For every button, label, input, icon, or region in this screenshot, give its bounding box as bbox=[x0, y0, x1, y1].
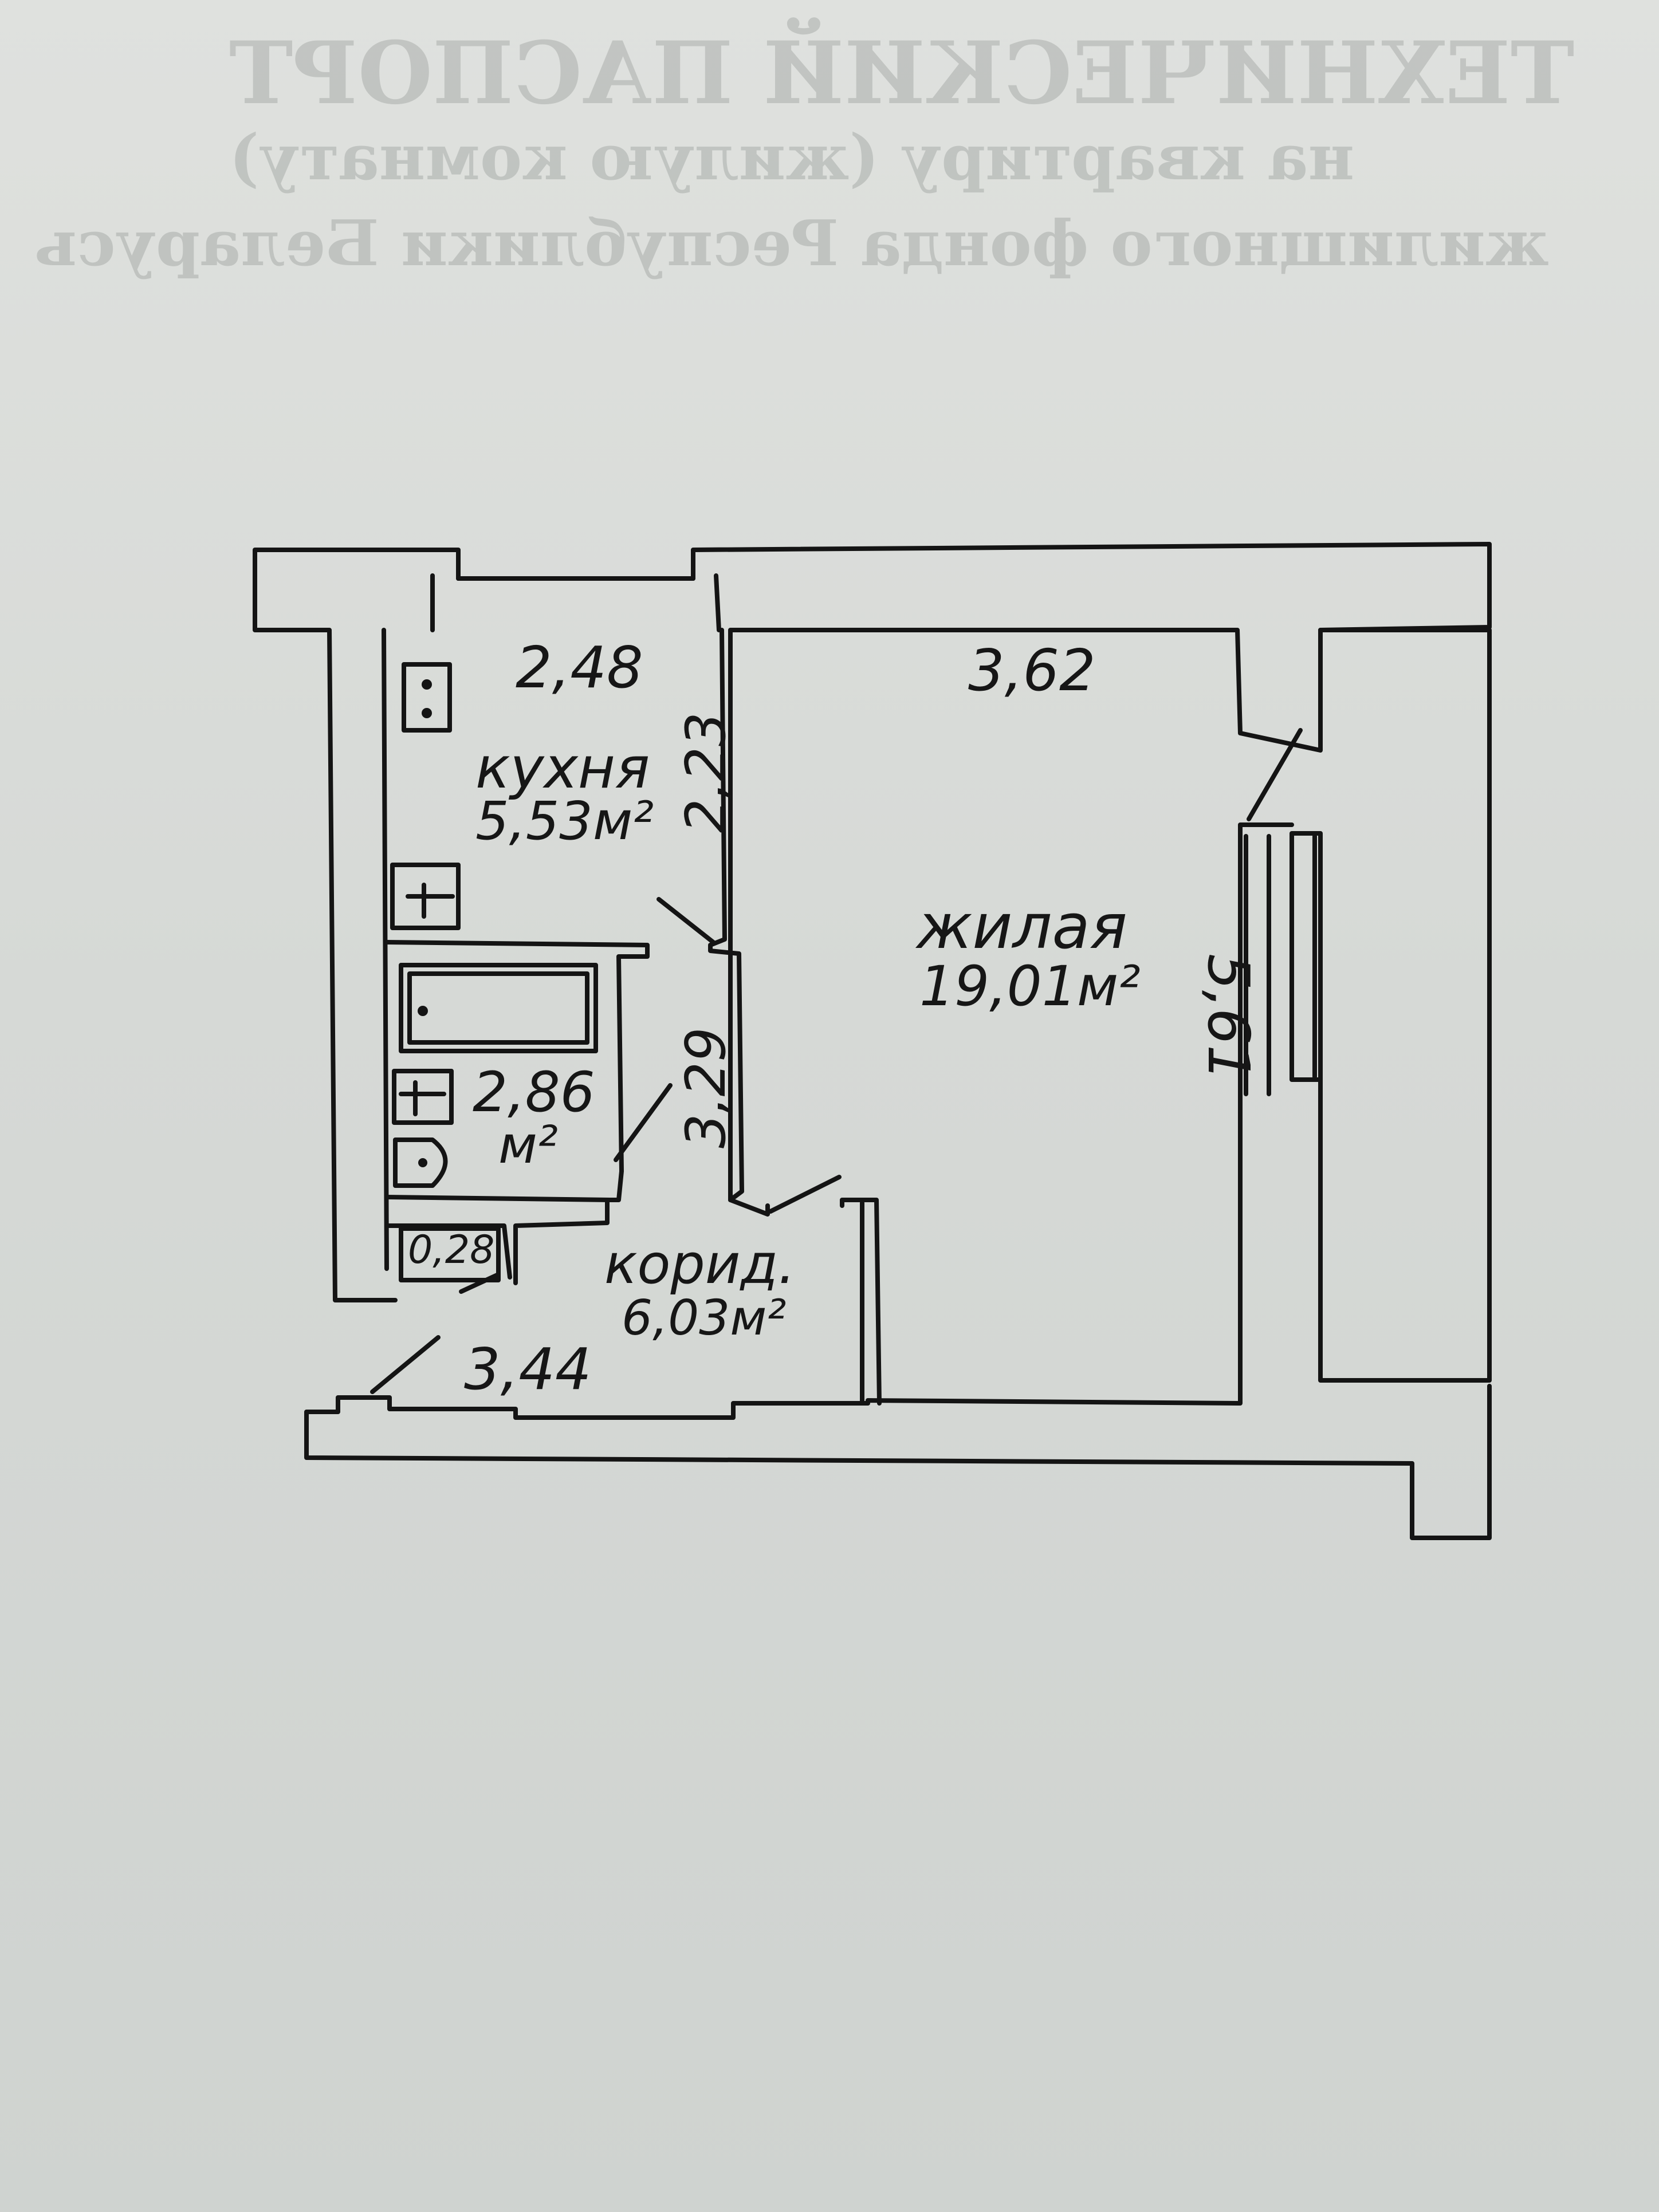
door-bathroom bbox=[614, 1083, 673, 1162]
door-entrance bbox=[370, 1335, 441, 1394]
kitchen-depth-label: 2,23 bbox=[675, 712, 738, 833]
living-width-label: 3,62 bbox=[968, 637, 1096, 704]
washbasin-fixture bbox=[392, 1069, 454, 1125]
toilet-seat-dot bbox=[418, 1158, 427, 1167]
bathtub-fixture bbox=[399, 963, 598, 1053]
bathroom-inner bbox=[384, 1195, 612, 1280]
kitchen-width-label: 2,48 bbox=[516, 634, 643, 701]
closet-area-label: 0,28 bbox=[408, 1227, 494, 1273]
corridor-wall bbox=[840, 1198, 882, 1406]
sink-fixture bbox=[390, 863, 461, 930]
bathroom-depth-label: 3,29 bbox=[675, 1027, 738, 1148]
stove-fixture bbox=[402, 662, 452, 733]
closet-box bbox=[399, 1226, 501, 1282]
outer-wall-bottom bbox=[304, 822, 1492, 1540]
living-name-label: жилая bbox=[915, 891, 1127, 963]
door-living bbox=[768, 1175, 842, 1214]
toilet-fixture bbox=[393, 1138, 448, 1188]
window-frame-top bbox=[430, 573, 721, 632]
kitchen-name-label: кухня bbox=[475, 734, 650, 801]
sink-tap bbox=[406, 883, 455, 919]
stove-burner-1 bbox=[422, 679, 432, 690]
kitchen-area-label: 5,53м² bbox=[475, 790, 654, 852]
outer-wall bbox=[253, 542, 1492, 1302]
corridor-area-label: 6,03м² bbox=[622, 1290, 786, 1347]
living-window-frame bbox=[1244, 834, 1317, 1096]
living-area-label: 19,01м² bbox=[919, 954, 1141, 1018]
kitchen-wall bbox=[382, 628, 744, 1271]
stove-burner-2 bbox=[422, 708, 432, 718]
bathroom-wall bbox=[384, 940, 650, 1285]
corridor-width-label: 3,44 bbox=[464, 1336, 592, 1403]
bathroom-area-unit-label: м² bbox=[498, 1115, 558, 1175]
door-closet bbox=[459, 1272, 501, 1294]
bathtub-inner bbox=[407, 971, 589, 1045]
door-balcony bbox=[1247, 728, 1303, 821]
washbasin-tap bbox=[399, 1080, 446, 1116]
bathroom-area-value-label: 2,86 bbox=[473, 1060, 595, 1124]
door-kitchen bbox=[656, 897, 716, 944]
outer-wall-right bbox=[1290, 628, 1492, 1383]
corridor-name-label: корид. bbox=[604, 1233, 795, 1296]
bathtub-drain bbox=[418, 1006, 428, 1016]
living-depth-label: 5,61 bbox=[1195, 954, 1262, 1081]
